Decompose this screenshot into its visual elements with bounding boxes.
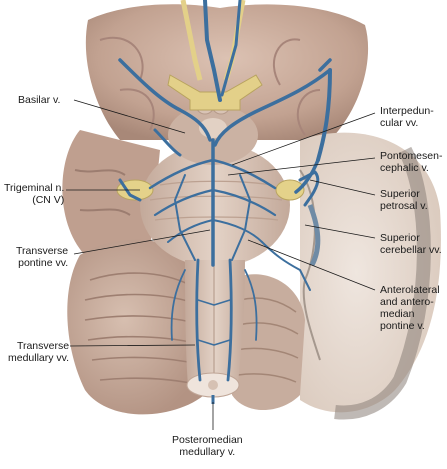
left-temporal-lobe — [62, 130, 160, 260]
label-pontomesencephalic-vein: Pontomesen- cephalic v. — [380, 150, 443, 174]
label-anterolateral-anteromedian-pontine-vein: Anterolateral and antero- median pontine… — [380, 284, 440, 332]
right-cerebrum-section — [299, 132, 441, 420]
label-superior-cerebellar-veins: Superior cerebellar vv. — [380, 232, 442, 256]
label-transverse-medullary-veins: Transverse medullary vv. — [8, 340, 70, 364]
label-basilar-vein: Basilar v. — [18, 94, 61, 106]
label-superior-petrosal-vein: Superior petrosal v. — [380, 188, 428, 212]
label-transverse-pontine-veins: Transverse pontine vv. — [16, 245, 69, 269]
right-cerebellum — [230, 274, 305, 410]
label-interpeduncular-veins: Interpedun- cular vv. — [380, 105, 434, 129]
left-cerebellum — [67, 239, 211, 415]
label-posteromedian-medullary-vein: Posteromedian medullary v. — [172, 434, 243, 458]
label-trigeminal-nerve: Trigeminal n. (CN V) — [4, 182, 65, 206]
leader-lines — [66, 99, 376, 430]
vein-network — [118, 0, 332, 382]
medulla — [185, 260, 245, 404]
